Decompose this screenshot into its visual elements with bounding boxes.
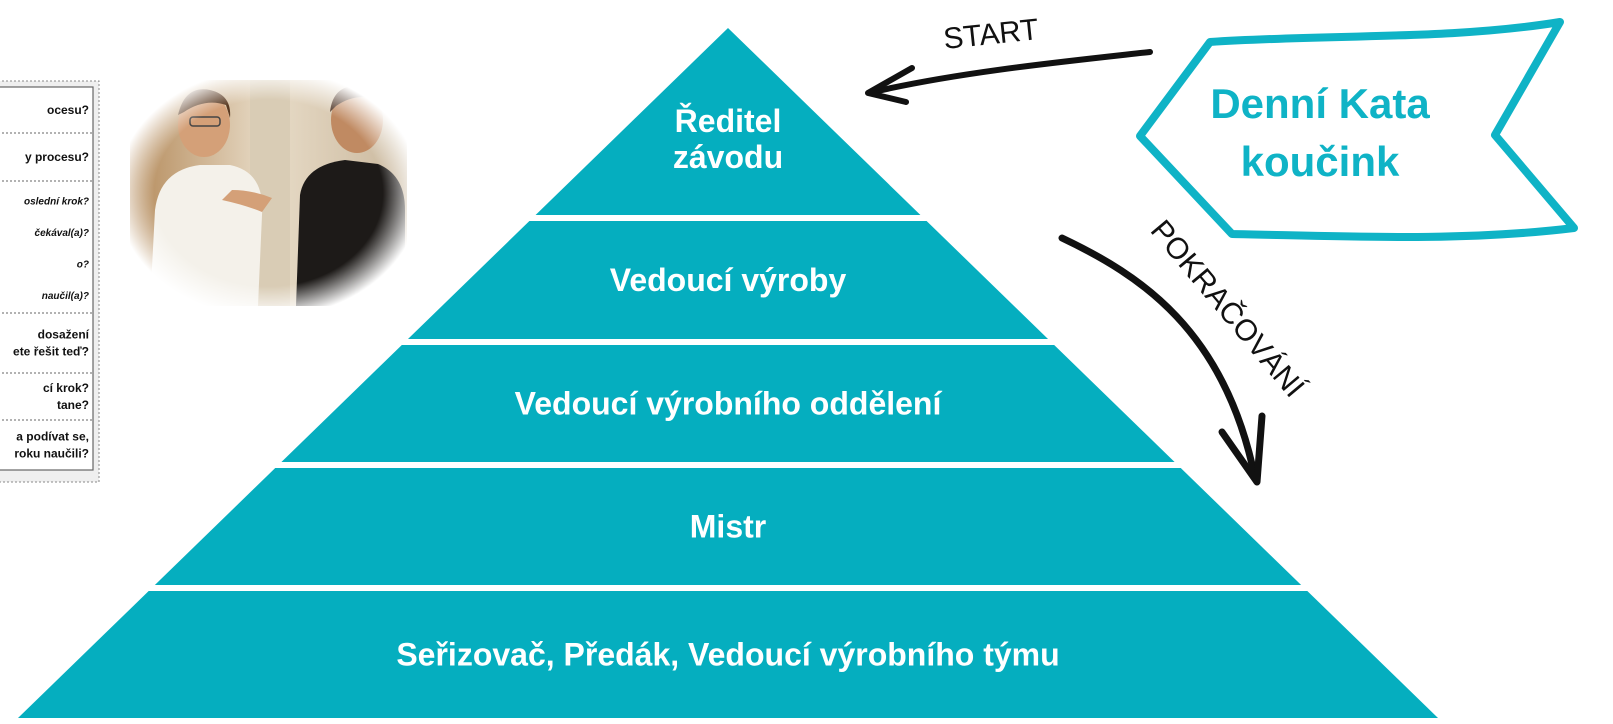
card-row-text: dosažení bbox=[38, 328, 90, 342]
card-row-text: roku naučili? bbox=[14, 447, 89, 461]
pyramid-tier-label: závodu bbox=[673, 139, 783, 175]
kata-banner: Denní Kata koučink bbox=[1136, 18, 1578, 241]
card-row-text: ocesu? bbox=[47, 103, 89, 117]
coaching-conversation-photo bbox=[130, 80, 407, 306]
banner-line-1: Denní Kata bbox=[1210, 80, 1430, 127]
banner-line-2: koučink bbox=[1241, 138, 1400, 185]
card-row-text: oslední krok? bbox=[24, 197, 89, 208]
pyramid-tier-5 bbox=[18, 591, 1438, 718]
card-row-text: ete řešit teď? bbox=[13, 345, 89, 359]
start-arrow bbox=[865, 49, 1153, 105]
card-row-text: a podívat se, bbox=[16, 430, 89, 444]
pyramid-tier-4 bbox=[154, 468, 1302, 585]
pyramid-tier-1 bbox=[535, 28, 921, 215]
card-row-text: tane? bbox=[57, 398, 89, 412]
pyramid-tier-label: Ředitel bbox=[675, 103, 782, 139]
pyramid-tier-label: Mistr bbox=[690, 509, 766, 545]
pyramid-tier-label: Vedoucí výrobního oddělení bbox=[515, 386, 943, 422]
card-row-text: naučil(a)? bbox=[42, 291, 89, 302]
pyramid-tier-2 bbox=[407, 221, 1049, 339]
pyramid-tier-3 bbox=[281, 345, 1175, 462]
coaching-card: ocesu? y procesu? oslední krok? čekával(a)?… bbox=[0, 80, 100, 483]
pyramid-tier-label: Seřizovač, Předák, Vedoucí výrobního tým… bbox=[396, 637, 1059, 673]
continue-arrow bbox=[1058, 234, 1266, 486]
card-row-text: y procesu? bbox=[25, 150, 89, 164]
card-row-text: cí krok? bbox=[43, 381, 89, 395]
pyramid-tier-label: Vedoucí výroby bbox=[610, 262, 847, 298]
card-row-text: o? bbox=[77, 259, 89, 270]
start-label: START bbox=[942, 13, 1041, 56]
card-row-text: čekával(a)? bbox=[35, 228, 89, 239]
